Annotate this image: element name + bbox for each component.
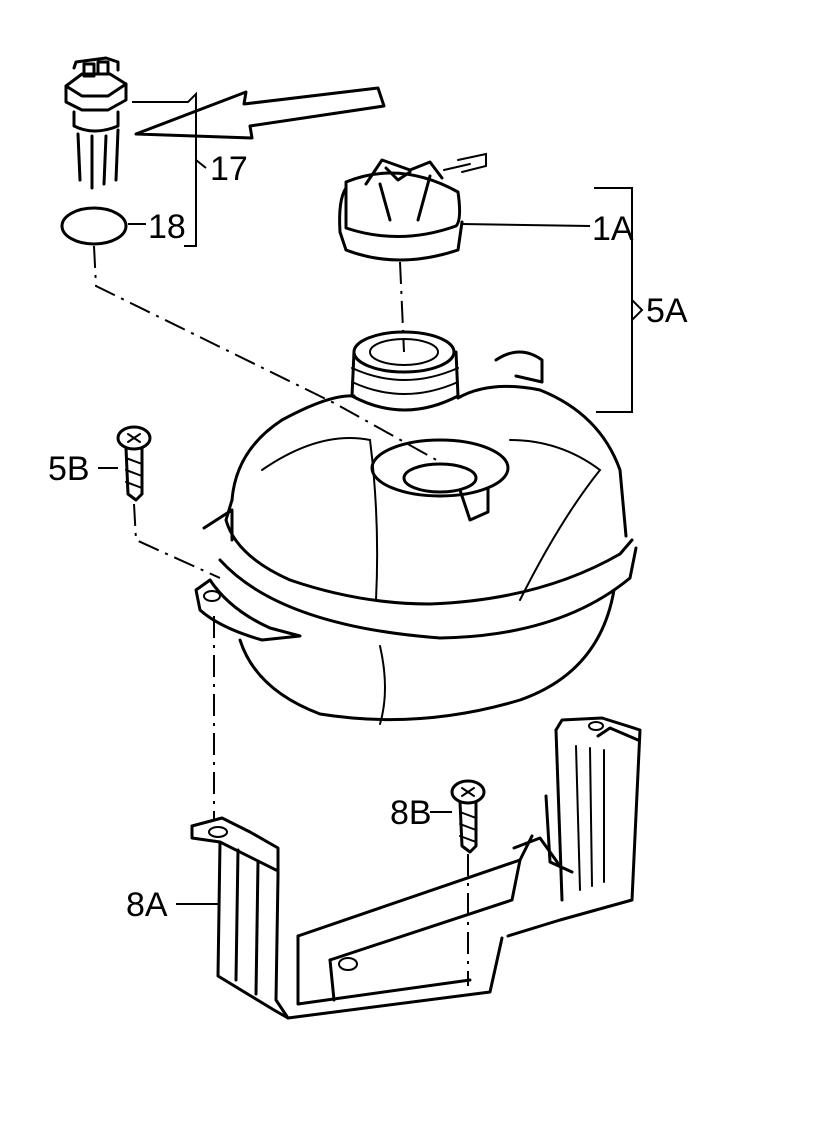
screw-8b: [450, 779, 486, 854]
sender-bracket: [132, 91, 207, 247]
expansion-tank: [194, 330, 638, 725]
o-ring: [60, 206, 128, 246]
highlight-arrow-icon: [134, 86, 386, 140]
assembly-lines: [93, 245, 469, 986]
cap-tank-bracket: [594, 187, 644, 413]
callout-17: 17: [210, 150, 248, 188]
callout-8a: 8A: [126, 886, 168, 924]
callout-5a: 5A: [646, 292, 688, 330]
temperature-sender: [64, 56, 128, 190]
callout-8b: 8B: [390, 794, 432, 832]
callout-18: 18: [148, 208, 186, 246]
screw-5b: [116, 425, 152, 502]
callout-1a: 1A: [592, 210, 634, 248]
mounting-bracket: [190, 716, 642, 1020]
callout-5b: 5B: [48, 450, 90, 488]
filler-cap: [338, 152, 487, 262]
